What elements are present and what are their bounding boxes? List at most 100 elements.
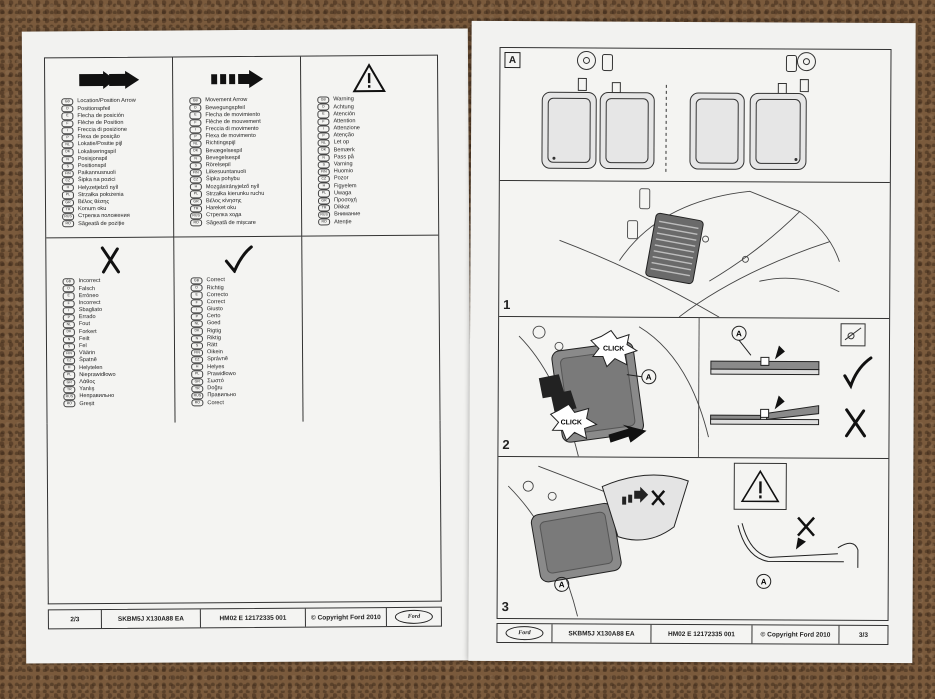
language-code-badge: GB (61, 98, 74, 106)
translation-text: Posisjonspil (77, 155, 108, 163)
translation-text: Movement Arrow (205, 97, 248, 104)
translation-text: Giusto (206, 306, 223, 313)
language-code-badge: D (61, 105, 74, 113)
translation-text: Λάθος (79, 379, 96, 386)
translation-text: Atenție (334, 218, 352, 225)
translation-text: Liikesuuntanuoli (205, 169, 246, 176)
language-code-badge: GB (189, 97, 202, 105)
translation-text: Bemærk (333, 146, 355, 154)
language-code-badge: FIN (63, 350, 76, 358)
language-code-badge: FIN (189, 169, 202, 177)
language-code-badge: TR (190, 205, 203, 213)
language-code-badge: N (62, 335, 75, 343)
language-code-badge: E (190, 291, 203, 299)
translation-text: Pass på (333, 154, 354, 161)
language-code-badge: H (61, 184, 74, 192)
language-code-badge: P (317, 132, 330, 140)
language-code-badge: I (317, 125, 330, 133)
page-number: 3/3 (858, 631, 869, 639)
language-code-badge: PL (317, 189, 330, 198)
translation-text: Flexa de movimento (205, 133, 256, 140)
step-3-panel: A A 3 (498, 456, 889, 620)
language-code-badge: PL (63, 371, 76, 379)
language-code-badge: S (317, 161, 330, 169)
language-code-badge: P (190, 313, 203, 321)
translation-text: Неправильно (79, 393, 115, 400)
translation-text: Săgeată de mișcare (206, 219, 256, 226)
translation-text: Flecha de posición (77, 112, 125, 119)
movement-arrow-icon (210, 69, 263, 88)
blank-area (46, 420, 442, 605)
language-code-badge: N (317, 153, 330, 162)
language-code-badge: RO (191, 399, 204, 407)
language-code-badge: RO (62, 220, 75, 228)
translation-text: Greșit (79, 400, 95, 407)
translation-text: Huomio (333, 168, 354, 175)
translation-text: Atenção (333, 132, 355, 139)
step-1-illustration (559, 188, 840, 318)
language-code-badge: TR (63, 386, 76, 394)
translation-text: Strzałka kierunku ruchu (205, 190, 265, 198)
translation-text: Lokaliseringspil (77, 148, 116, 155)
translation-text: Varning (333, 161, 353, 168)
language-code-badge: P (189, 133, 202, 141)
step-3-number: 3 (501, 599, 509, 615)
language-code-badge: E (61, 112, 74, 120)
language-code-badge: S (189, 161, 202, 170)
translation-text: Špatně (79, 357, 97, 364)
language-code-badge: NL (317, 139, 330, 147)
translation-text: Paikannusnuoli (77, 170, 116, 177)
installation-steps: A (496, 46, 892, 622)
language-code-badge: CZ (191, 356, 204, 364)
language-code-badge: E (62, 292, 75, 300)
translation-text: Richtig (206, 284, 224, 291)
translation-text: Fout (78, 321, 91, 328)
translation-text: Attention (333, 118, 356, 125)
language-code-badge: D (189, 104, 202, 112)
language-code-badge: I (189, 126, 202, 134)
ford-logo: Ford (505, 626, 544, 641)
language-code-badge: RUS (318, 211, 331, 219)
step-a-panel: A (499, 47, 891, 184)
language-code-badge: P (61, 134, 74, 142)
language-code-badge: RO (63, 400, 76, 408)
language-code-badge: TR (191, 385, 204, 393)
translation-text: Freccia di posizione (77, 126, 127, 134)
warning-triangle-icon (352, 63, 386, 93)
translation-text: Correct (206, 277, 225, 284)
language-code-badge: PL (189, 190, 202, 199)
translation-text: Lokatie/Positie pijl (77, 141, 123, 148)
translation-text: Sbagliato (78, 307, 103, 314)
translation-text: Bevægelsespil (205, 147, 243, 154)
step-2-number: 2 (502, 437, 510, 453)
language-code-badge: N (189, 154, 202, 163)
translation-text: Incorrect (78, 278, 101, 285)
language-code-badge: RUS (63, 393, 76, 401)
translation-text: Rigtig (206, 327, 222, 334)
part-a-label-3: A (559, 580, 565, 589)
language-code-badge: RUS (191, 392, 204, 400)
translation-text: Atención (333, 110, 356, 118)
translation-text: Flèche de mouvement (205, 118, 261, 126)
part-number: HM02 E 12172335 001 (651, 624, 753, 644)
translation-text: Šipka na pozici (77, 177, 116, 184)
language-code-badge: CZ (61, 177, 74, 185)
translation-text: Správně (207, 356, 228, 363)
language-code-badge: TR (62, 206, 75, 214)
translation-text: Väärin (79, 350, 96, 357)
part-number: HM02 E 12172335 001 (200, 608, 306, 628)
translation-text: Correcto (206, 291, 229, 299)
translation-text: Hareket oku (206, 205, 237, 212)
language-code-badge: GB (62, 278, 75, 286)
language-code-badge: GR (189, 197, 203, 206)
correct-check-icon (843, 356, 873, 390)
language-code-badge: GB (190, 277, 203, 285)
translation-text: Richtingspijl (205, 140, 236, 147)
